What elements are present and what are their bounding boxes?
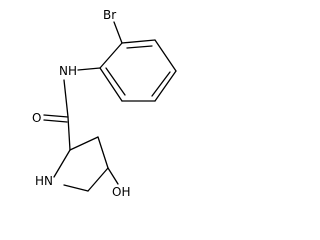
bond-c4-oh: [107, 167, 119, 185]
double-bond-c2-c3: [126, 45, 153, 49]
bond-carbonyl-o-1: [43, 114, 69, 118]
carbonyl-oxygen-label: O: [32, 111, 41, 125]
bond-nh-carbonyl: [63, 79, 69, 118]
bond-n-c2-ring: [53, 149, 71, 178]
amide-nh-label: NH: [59, 64, 77, 78]
double-bond-c4-c5: [151, 71, 171, 97]
ring-nh-label: HN: [35, 174, 53, 188]
bond-c3-c4-ring: [97, 136, 109, 169]
bond-c2-c3-ring: [69, 136, 99, 151]
bond-aryl-nh: [77, 67, 101, 71]
bond-carbonyl-o-2: [43, 119, 68, 123]
bond-c6-c1: [99, 67, 123, 102]
double-bond-c6-c1: [105, 67, 126, 96]
bond-carbonyl-c2: [67, 116, 71, 151]
bond-c5-n-ring: [63, 184, 89, 192]
bromine-label: Br: [103, 8, 116, 22]
pyrrolidine-ring: [53, 136, 109, 192]
bond-c4-c5: [154, 70, 177, 102]
bond-c2-c3: [121, 39, 156, 44]
bond-c1-c2: [99, 42, 123, 69]
benzene-ring: [99, 39, 177, 102]
bond-c-br: [113, 21, 123, 44]
bond-c4-c5-ring: [87, 167, 109, 192]
bond-c3-c4: [154, 39, 177, 72]
structure-diagram: Br NH O HN OH: [32, 8, 177, 199]
hydroxyl-label: OH: [112, 185, 130, 199]
